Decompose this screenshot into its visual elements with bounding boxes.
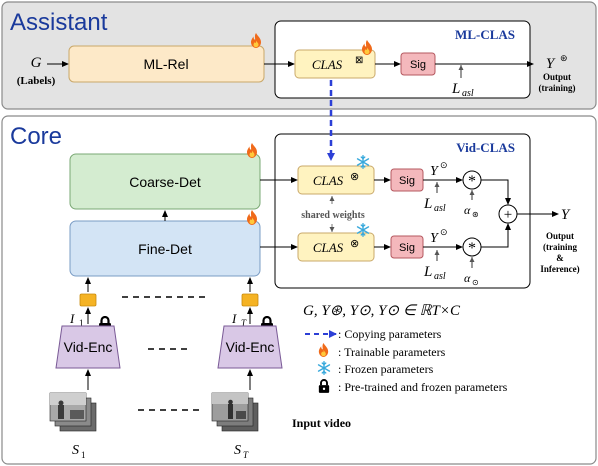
ml-clas-title: ML-CLAS (455, 27, 515, 42)
ml-rel-label: ML-Rel (143, 56, 188, 72)
alpha-bottom-sub: ⊙ (472, 278, 479, 287)
core-title: Core (10, 123, 62, 150)
assistant-title: Assistant (10, 9, 108, 36)
vid-clas-top-sup: ⊗ (350, 171, 359, 183)
feature-left-symbol: I (69, 311, 75, 326)
ml-output-note-1: Output (543, 72, 571, 82)
loss-top-symbol: L (423, 196, 432, 212)
fine-det-label: Fine-Det (138, 241, 192, 257)
vid-clas-bottom-sup: ⊗ (350, 238, 359, 250)
vid-sig-top-label: Sig (399, 175, 415, 187)
legend-pretrained-label: : Pre-trained and frozen parameters (338, 380, 508, 394)
alpha-bottom-symbol: α (464, 271, 471, 285)
y-bottom-symbol: Y (430, 231, 440, 246)
clip-right-symbol: S (234, 443, 241, 458)
vid-enc-right (217, 325, 283, 369)
y-top-symbol: Y (430, 164, 440, 179)
labels-symbol: G (31, 55, 42, 71)
feature-right-sub: T (241, 318, 247, 328)
ml-loss-sub: asl (462, 88, 474, 99)
video-clip-left-thumbnail (49, 392, 97, 432)
vid-clas-title: Vid-CLAS (456, 140, 515, 155)
y-top-sup: ⊙ (440, 160, 448, 170)
vid-enc-left (55, 325, 121, 369)
feature-right-symbol: I (231, 311, 237, 326)
clip-left-symbol: S (72, 443, 79, 458)
loss-bottom-sub: asl (434, 271, 446, 282)
ml-clas-label: CLAS (312, 57, 343, 72)
plus-symbol: + (504, 207, 512, 223)
legend-frozen-label: : Frozen parameters (338, 362, 434, 376)
input-video-label: Input video (292, 416, 351, 430)
coarse-det-label: Coarse-Det (129, 174, 201, 190)
alpha-top-symbol: α (464, 203, 471, 217)
shared-weights-label: shared weights (301, 210, 365, 221)
ml-output-sup: ⊛ (560, 53, 568, 63)
ml-sig-label: Sig (410, 59, 426, 71)
legend-copy-label: : Copying parameters (338, 327, 442, 341)
mult-bottom-symbol: * (468, 240, 476, 257)
arrow-mult-top-to-plus (481, 179, 511, 205)
vid-enc-right-label: Vid-Enc (226, 339, 275, 355)
video-clip-right-thumbnail (211, 392, 259, 432)
clip-left-sub: 1 (81, 450, 86, 460)
clip-right-sub: T (243, 450, 249, 460)
final-output-note-2: (training (543, 242, 578, 252)
ml-output-note-2: (training) (539, 83, 576, 93)
vid-clas-top-label: CLAS (313, 173, 344, 188)
final-output-note-4: Inference) (540, 264, 579, 274)
loss-bottom-symbol: L (423, 264, 432, 280)
legend-trainable-label: : Trainable parameters (338, 345, 446, 359)
feature-left-sub: 1 (79, 318, 84, 328)
ml-output-symbol: Y (546, 56, 556, 72)
loss-top-sub: asl (434, 203, 446, 214)
feature-left-block (79, 293, 97, 307)
vid-enc-left-label: Vid-Enc (64, 339, 113, 355)
final-output-note-1: Output (546, 231, 574, 241)
vid-clas-bottom-label: CLAS (313, 240, 344, 255)
vid-sig-bottom-label: Sig (399, 242, 415, 254)
final-output-symbol: Y (561, 207, 571, 223)
arrow-mult-bottom-to-plus (481, 223, 511, 248)
coarse-det-box (69, 153, 261, 210)
shape-formula: G, Y⊛, Y⊙, Y⊙ ∈ ℝT×C (303, 303, 461, 319)
mult-top-symbol: * (468, 173, 476, 190)
ml-clas-sup: ⊠ (355, 55, 363, 66)
alpha-top-sub: ⊛ (472, 210, 479, 219)
final-output-note-3: & (556, 253, 564, 263)
ml-loss-symbol: L (451, 81, 460, 97)
labels-note: (Labels) (17, 75, 56, 87)
feature-right-block (241, 293, 259, 307)
y-bottom-sup: ⊙ (440, 227, 448, 237)
